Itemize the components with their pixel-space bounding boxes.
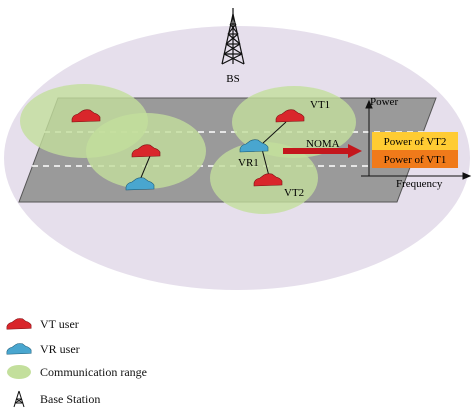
noma-arrow xyxy=(283,144,362,158)
legend-item-base-station: Base Station xyxy=(6,389,100,409)
power-vt1-label: Power of VT1 xyxy=(384,154,447,166)
legend-item-vt: VT user xyxy=(6,314,79,334)
power-vt2-label: Power of VT2 xyxy=(384,136,447,148)
legend-label-vr: VR user xyxy=(40,341,80,356)
legend-label-base-station: Base Station xyxy=(40,391,101,406)
power-vt1-bar xyxy=(372,150,458,168)
noma-label: NOMA xyxy=(306,138,340,150)
blue-car-icon xyxy=(6,343,32,355)
base-station-tower-icon xyxy=(221,8,245,65)
range-3 xyxy=(232,86,356,158)
vt2-label: VT2 xyxy=(284,187,304,199)
power-frequency-axes xyxy=(361,99,472,180)
legend-item-vr: VR user xyxy=(6,339,80,359)
bs-label: BS xyxy=(226,73,239,85)
green-ellipse-icon xyxy=(7,365,31,379)
legend-item-range: Communication range xyxy=(6,362,147,382)
legend-label-range: Communication range xyxy=(40,364,147,379)
power-vt2-bar xyxy=(372,132,458,150)
tower-icon xyxy=(13,390,25,408)
power-axis-label: Power xyxy=(370,96,398,108)
frequency-axis-label: Frequency xyxy=(396,178,443,190)
vr1-label: VR1 xyxy=(238,157,259,169)
vt1-label: VT1 xyxy=(310,99,330,111)
red-car-icon xyxy=(6,318,32,330)
legend-label-vt: VT user xyxy=(40,316,79,331)
